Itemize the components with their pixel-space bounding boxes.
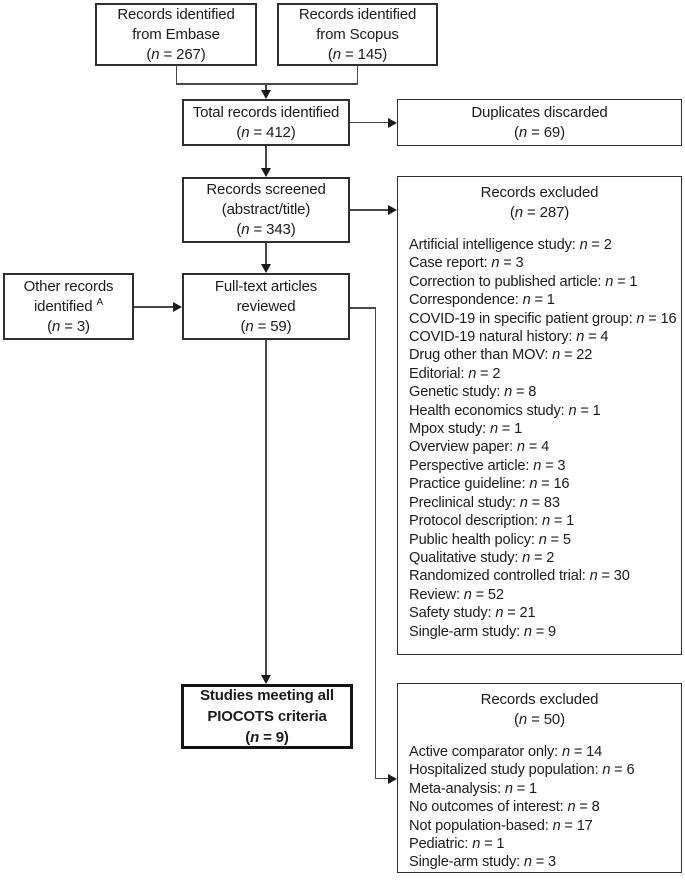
connector-other-to-fulltext xyxy=(134,306,174,308)
box-total-records-text: Total records identified(n = 412) xyxy=(192,103,340,141)
arrowhead-into-duplicates xyxy=(388,117,397,128)
box-duplicates-discarded-text: Duplicates discarded(n = 69) xyxy=(471,103,608,141)
arrowhead-into-excluded-fulltext xyxy=(388,773,397,784)
connector-scopus-down xyxy=(356,65,358,84)
box-records-screened-text: Records screened(abstract/title)(n = 343… xyxy=(206,181,326,238)
connector-screened-to-excluded xyxy=(350,209,389,211)
arrowhead-into-studies xyxy=(261,675,271,684)
connector-fulltext-to-studies xyxy=(265,340,267,676)
records-excluded-fulltext-header: Records excluded(n = 50) xyxy=(480,691,599,728)
connector-total-to-duplicates xyxy=(350,121,389,123)
records-excluded-screening-header: Records excluded(n = 287) xyxy=(480,184,599,221)
arrowhead-into-total xyxy=(261,90,271,99)
box-records-excluded-fulltext: Records excluded(n = 50) Active comparat… xyxy=(397,683,682,873)
arrowhead-into-excluded-screening xyxy=(388,205,397,215)
connector-total-to-screened xyxy=(265,146,267,169)
box-duplicates-discarded: Duplicates discarded(n = 69) xyxy=(397,99,682,146)
connector-embase-down xyxy=(175,65,177,84)
connector-fulltext-elbow-top xyxy=(350,307,376,309)
arrowhead-into-fulltext-left xyxy=(173,302,182,312)
connector-fulltext-elbow-vertical xyxy=(374,307,376,779)
connector-merge-to-total xyxy=(265,83,267,92)
connector-screened-to-fulltext xyxy=(265,243,267,265)
arrowhead-into-fulltext xyxy=(261,264,271,273)
box-records-excluded-screening: Records excluded(n = 287) Artificial int… xyxy=(397,176,682,655)
connector-fulltext-elbow-bottom xyxy=(374,777,390,779)
box-total-records: Total records identified(n = 412) xyxy=(182,99,350,146)
box-records-screened: Records screened(abstract/title)(n = 343… xyxy=(182,177,350,243)
arrowhead-into-screened xyxy=(261,168,271,177)
